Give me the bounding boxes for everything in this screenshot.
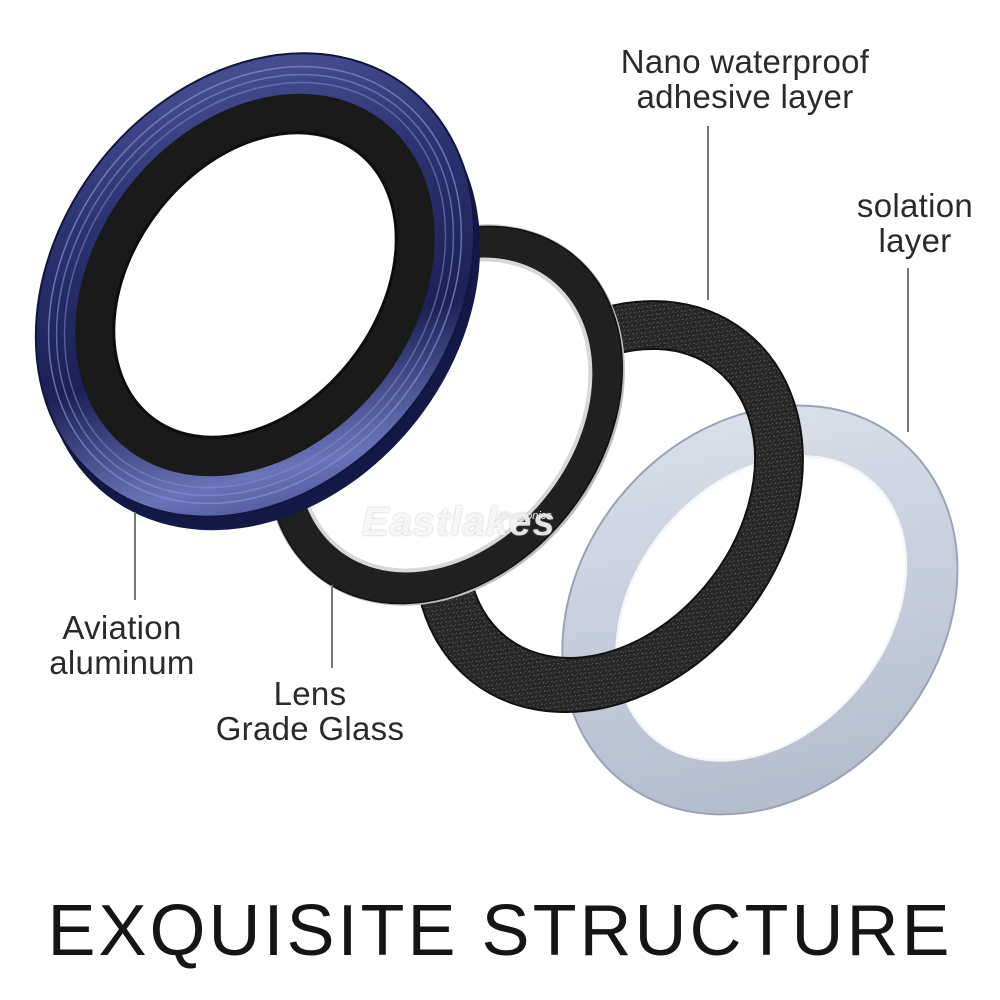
isolation-layer-ring [561,404,959,816]
aviation-aluminum-ring [34,52,481,531]
label-aviation-aluminum: Aviation aluminum [22,610,222,680]
label-nano-adhesive: Nano waterproof adhesive layer [580,44,910,114]
label-nano-line2: adhesive layer [636,78,854,115]
page-title: EXQUISITE STRUCTURE [47,891,953,971]
label-aviation-line2: aluminum [49,644,195,681]
label-aviation-line1: Aviation [62,609,182,646]
watermark-logo: Eastlakes [362,500,556,544]
label-glass-line2: Grade Glass [215,710,405,747]
label-nano-line1: Nano waterproof [620,43,870,80]
label-lens-grade-glass: Lens Grade Glass [200,676,420,746]
label-glass-line1: Lens [273,675,347,712]
label-solation-layer: solation layer [830,188,1000,258]
watermark-sub: Electronics [498,510,552,522]
label-solation-line2: layer [878,222,952,259]
label-solation-line1: solation [856,187,974,224]
